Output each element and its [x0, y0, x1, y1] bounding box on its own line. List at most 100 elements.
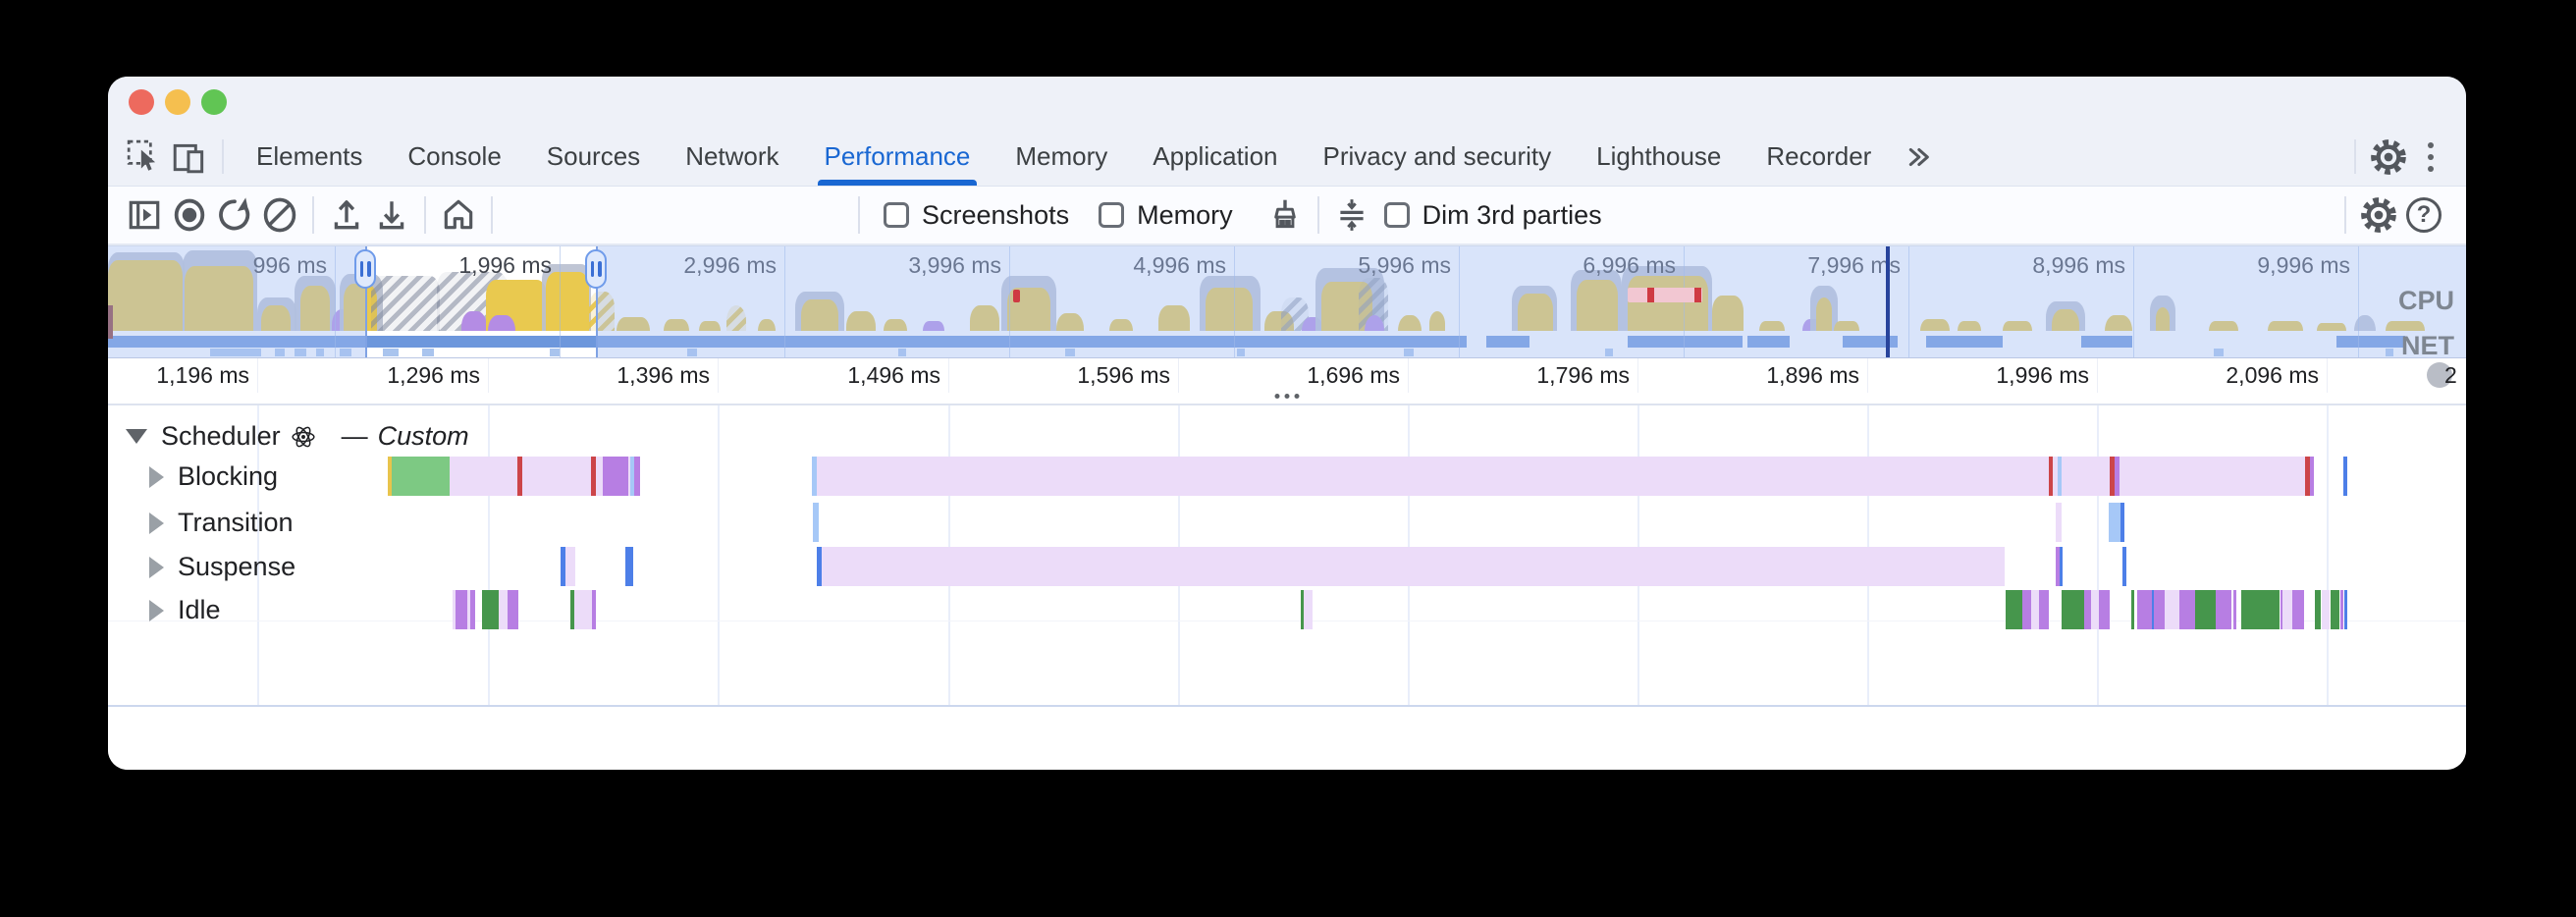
flame-bar-blocking[interactable]: [628, 457, 630, 496]
flame-bar-blocking[interactable]: [392, 457, 450, 496]
flame-bar-idle[interactable]: [2152, 590, 2154, 629]
inspect-element-icon[interactable]: [122, 128, 167, 186]
dim-3rd-parties-checkbox-label[interactable]: Dim 3rd parties: [1422, 199, 1602, 230]
help-icon[interactable]: ?: [2401, 187, 2446, 243]
flame-bar-idle[interactable]: [2039, 590, 2049, 629]
clear-recording-button[interactable]: [257, 187, 302, 243]
flame-bar-suspense[interactable]: [2060, 547, 2063, 586]
flame-bar-idle[interactable]: [499, 590, 508, 629]
customize-devtools-menu-icon[interactable]: [2411, 128, 2450, 186]
flame-bar-idle[interactable]: [2281, 590, 2282, 629]
tab-sources[interactable]: Sources: [546, 141, 641, 171]
flame-bar-blocking[interactable]: [2058, 457, 2062, 496]
track-row-blocking[interactable]: Blocking: [149, 461, 278, 492]
flame-bar-blocking[interactable]: [630, 457, 634, 496]
flame-bar-idle[interactable]: [2344, 590, 2347, 629]
flame-bar-blocking[interactable]: [2343, 457, 2347, 496]
collapse-triangle-icon[interactable]: [126, 429, 147, 444]
minimize-window-button[interactable]: [165, 89, 190, 115]
expand-triangle-icon[interactable]: [149, 556, 164, 578]
flame-bar-blocking[interactable]: [2110, 457, 2115, 496]
flame-bar-suspense[interactable]: [625, 547, 633, 586]
track-group-header[interactable]: Scheduler — Custom: [126, 421, 469, 452]
track-row-idle[interactable]: Idle: [149, 595, 221, 625]
flame-bar-blocking[interactable]: [2115, 457, 2120, 496]
flame-bar-blocking[interactable]: [634, 457, 640, 496]
flame-bar-blocking[interactable]: [2120, 457, 2305, 496]
track-row-transition[interactable]: Transition: [149, 508, 294, 538]
flame-bar-idle[interactable]: [2031, 590, 2039, 629]
flame-bar-blocking[interactable]: [603, 457, 628, 496]
flame-bar-suspense[interactable]: [561, 547, 565, 586]
tab-lighthouse[interactable]: Lighthouse: [1596, 141, 1722, 171]
flame-bar-transition[interactable]: [813, 503, 819, 542]
flame-bar-blocking[interactable]: [450, 457, 517, 496]
flame-bar-suspense[interactable]: [2056, 547, 2060, 586]
tab-elements[interactable]: Elements: [256, 141, 363, 171]
flame-bar-idle[interactable]: [2179, 590, 2195, 629]
flame-bar-blocking[interactable]: [812, 457, 817, 496]
flame-bar-blocking[interactable]: [522, 457, 591, 496]
flame-bar-idle[interactable]: [2195, 590, 2216, 629]
divider-drag-handle[interactable]: [1274, 394, 1300, 399]
flame-bar-idle[interactable]: [570, 590, 574, 629]
flame-bar-idle[interactable]: [453, 590, 456, 629]
flame-bar-blocking[interactable]: [2049, 457, 2053, 496]
expand-triangle-icon[interactable]: [149, 465, 164, 488]
flame-bar-idle[interactable]: [482, 590, 499, 629]
load-profile-icon[interactable]: [324, 187, 369, 243]
flame-bar-idle[interactable]: [2165, 590, 2179, 629]
selection-left-handle[interactable]: [354, 249, 376, 289]
flame-bar-suspense[interactable]: [565, 547, 575, 586]
flame-bar-idle[interactable]: [2022, 590, 2031, 629]
tab-memory[interactable]: Memory: [1015, 141, 1108, 171]
flame-bar-blocking[interactable]: [388, 457, 392, 496]
screenshots-checkbox[interactable]: [884, 202, 909, 228]
flame-bar-idle[interactable]: [2084, 590, 2091, 629]
memory-checkbox-label[interactable]: Memory: [1137, 199, 1233, 230]
flame-bar-idle[interactable]: [467, 590, 470, 629]
flame-bar-blocking[interactable]: [2310, 457, 2314, 496]
flame-bar-suspense[interactable]: [822, 547, 2005, 586]
toggle-sidebar-icon[interactable]: [122, 187, 167, 243]
flame-bar-idle[interactable]: [2282, 590, 2292, 629]
flame-bar-idle[interactable]: [2099, 590, 2110, 629]
save-profile-icon[interactable]: [369, 187, 414, 243]
flame-bar-idle[interactable]: [1301, 590, 1304, 629]
collapse-sections-icon[interactable]: [1329, 187, 1374, 243]
flame-bar-idle[interactable]: [1304, 590, 1313, 629]
record-and-reload-button[interactable]: [212, 187, 257, 243]
tab-performance[interactable]: Performance: [802, 128, 993, 186]
flame-bar-idle[interactable]: [2006, 590, 2022, 629]
expand-triangle-icon[interactable]: [149, 512, 164, 534]
flame-bar-idle[interactable]: [2154, 590, 2165, 629]
zoom-window-button[interactable]: [201, 89, 227, 115]
flame-bar-idle[interactable]: [592, 590, 596, 629]
device-toolbar-icon[interactable]: [167, 128, 212, 186]
flame-bar-blocking[interactable]: [817, 457, 2049, 496]
flame-bar-idle[interactable]: [508, 590, 518, 629]
screenshots-checkbox-label[interactable]: Screenshots: [922, 199, 1070, 230]
tab-privacy-and-security[interactable]: Privacy and security: [1322, 141, 1552, 171]
flame-bar-blocking[interactable]: [2053, 457, 2058, 496]
flame-bar-idle[interactable]: [2233, 590, 2236, 629]
flame-bar-blocking[interactable]: [591, 457, 596, 496]
flame-bar-idle[interactable]: [2137, 590, 2152, 629]
tab-application[interactable]: Application: [1153, 141, 1278, 171]
tab-network[interactable]: Network: [685, 141, 779, 171]
close-window-button[interactable]: [129, 89, 154, 115]
flame-bar-idle[interactable]: [2315, 590, 2321, 629]
record-button[interactable]: [167, 187, 212, 243]
flame-bar-blocking[interactable]: [596, 457, 603, 496]
memory-checkbox[interactable]: [1099, 202, 1125, 228]
flame-bar-idle[interactable]: [470, 590, 475, 629]
tab-console[interactable]: Console: [407, 141, 502, 171]
flame-bar-blocking[interactable]: [517, 457, 522, 496]
flame-bar-idle[interactable]: [2091, 590, 2099, 629]
flame-bar-idle[interactable]: [2292, 590, 2304, 629]
flame-bar-idle[interactable]: [2340, 590, 2343, 629]
settings-gear-icon[interactable]: [2366, 128, 2411, 186]
flame-bar-transition[interactable]: [2109, 503, 2121, 542]
